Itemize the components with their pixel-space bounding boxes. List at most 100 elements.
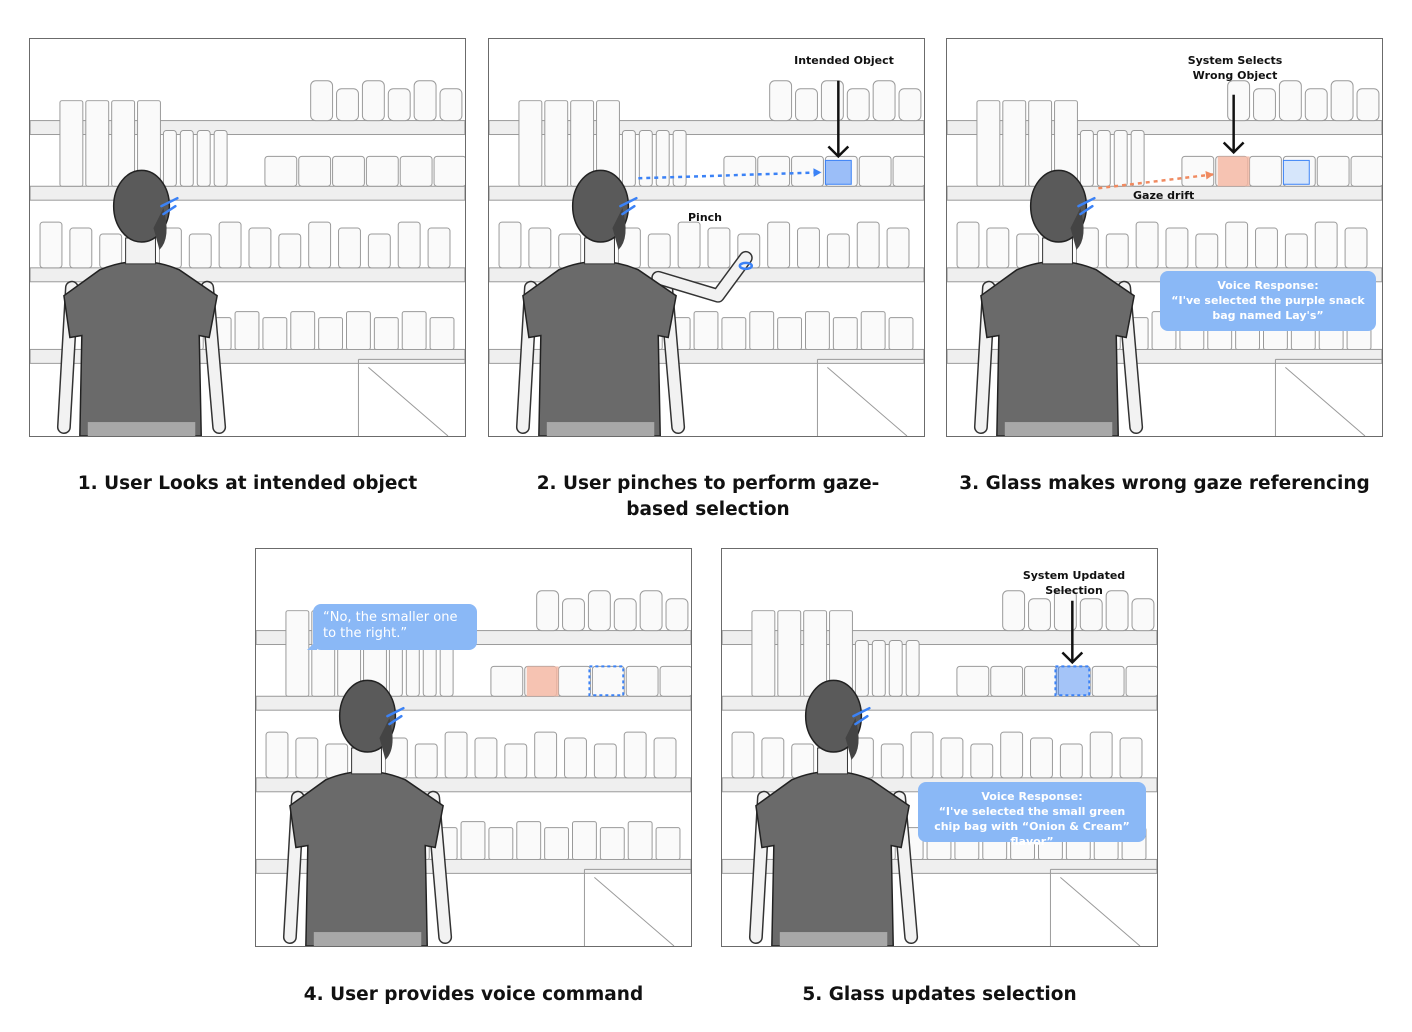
jar xyxy=(846,88,870,122)
product xyxy=(99,233,123,269)
product xyxy=(623,731,647,779)
snack-bag xyxy=(433,155,465,187)
shelf-board xyxy=(256,695,691,711)
box xyxy=(401,311,427,350)
head xyxy=(1029,169,1088,243)
jar xyxy=(795,88,818,122)
bottle xyxy=(1130,130,1145,187)
jar xyxy=(665,598,689,632)
shelf-board xyxy=(489,185,924,201)
product xyxy=(498,221,522,269)
bottle xyxy=(621,130,636,187)
product xyxy=(278,233,302,269)
product xyxy=(325,743,349,779)
product xyxy=(1195,233,1219,269)
jar xyxy=(310,80,334,122)
product xyxy=(1344,227,1368,269)
raised-arm-skin xyxy=(652,252,752,302)
cereal-box xyxy=(85,100,110,187)
t-shirt xyxy=(63,260,218,436)
snack-bag xyxy=(558,665,591,697)
snack-bag xyxy=(791,155,824,187)
box xyxy=(290,311,316,350)
box xyxy=(460,821,486,860)
beard xyxy=(379,718,393,760)
t-shirt xyxy=(522,260,677,436)
jeans xyxy=(313,932,422,946)
box xyxy=(721,317,747,350)
product xyxy=(707,227,731,269)
counter xyxy=(816,358,924,436)
wristband-icon xyxy=(738,261,754,271)
product xyxy=(593,743,617,779)
counter xyxy=(357,358,465,436)
snack-bag xyxy=(490,665,524,697)
jar xyxy=(439,88,463,122)
t-shirt xyxy=(980,260,1135,436)
jar xyxy=(769,80,793,122)
snack-bag xyxy=(1024,665,1057,697)
smart-glasses-icon xyxy=(619,196,638,216)
box xyxy=(832,317,858,350)
jar xyxy=(536,590,560,632)
product xyxy=(1314,221,1338,269)
voice-response-bubble: Voice Response: “I've selected the small… xyxy=(918,782,1146,848)
product xyxy=(558,233,582,269)
product xyxy=(248,227,272,269)
intended-object-label: Intended Object xyxy=(794,54,894,67)
cereal-box xyxy=(976,100,1001,187)
cereal-box xyxy=(777,610,802,697)
box xyxy=(516,821,542,860)
jeans xyxy=(546,422,655,436)
bottle xyxy=(196,130,211,187)
smart-glasses-icon xyxy=(386,706,405,726)
product xyxy=(677,221,701,269)
t-shirt xyxy=(289,770,444,946)
product xyxy=(474,737,498,779)
wrong-object-label: System Selects Wrong Object xyxy=(1187,54,1283,82)
intended-object-arrow-head xyxy=(827,145,850,159)
box xyxy=(655,827,681,860)
updated-selection-label: System Updated Selection xyxy=(1022,569,1126,597)
jeans xyxy=(1004,422,1113,436)
voice-response-title: Voice Response: xyxy=(981,790,1083,803)
bottle xyxy=(905,640,920,697)
box xyxy=(318,317,344,350)
product xyxy=(1255,227,1278,269)
product xyxy=(1284,233,1308,269)
product xyxy=(308,221,332,269)
beard xyxy=(1070,208,1084,250)
bottle xyxy=(1079,130,1094,187)
product xyxy=(367,233,391,269)
voice-response-title: Voice Response: xyxy=(1217,279,1319,292)
counter xyxy=(1049,868,1157,946)
box xyxy=(572,821,597,860)
panel-4: “No, the smaller one to the right.” xyxy=(255,548,692,947)
bottle xyxy=(1113,130,1128,187)
caption-panel-2: 2. User pinches to perform gaze-based se… xyxy=(536,473,880,520)
jar xyxy=(1330,80,1354,122)
box xyxy=(627,821,653,860)
panel-2: Intended Object Pinch xyxy=(488,38,925,437)
product xyxy=(880,743,904,779)
updated-selection-arrow-head xyxy=(1061,651,1084,665)
beard xyxy=(612,208,626,250)
bottle xyxy=(655,130,670,187)
box xyxy=(346,311,371,350)
snack-bag xyxy=(858,155,892,187)
store-shelf-scene xyxy=(722,590,1157,946)
cereal-box xyxy=(544,100,569,187)
bottle xyxy=(672,130,687,187)
product xyxy=(653,737,677,779)
beard xyxy=(845,718,859,760)
counter xyxy=(583,868,691,946)
snack-bag xyxy=(956,665,990,697)
box xyxy=(234,311,260,350)
bottle xyxy=(871,640,886,697)
smart-glasses-icon xyxy=(1077,196,1096,216)
jeans xyxy=(779,932,888,946)
intended-object-highlight xyxy=(824,159,852,185)
man-figure xyxy=(56,169,227,436)
shelf-board xyxy=(30,185,465,201)
box xyxy=(544,827,570,860)
